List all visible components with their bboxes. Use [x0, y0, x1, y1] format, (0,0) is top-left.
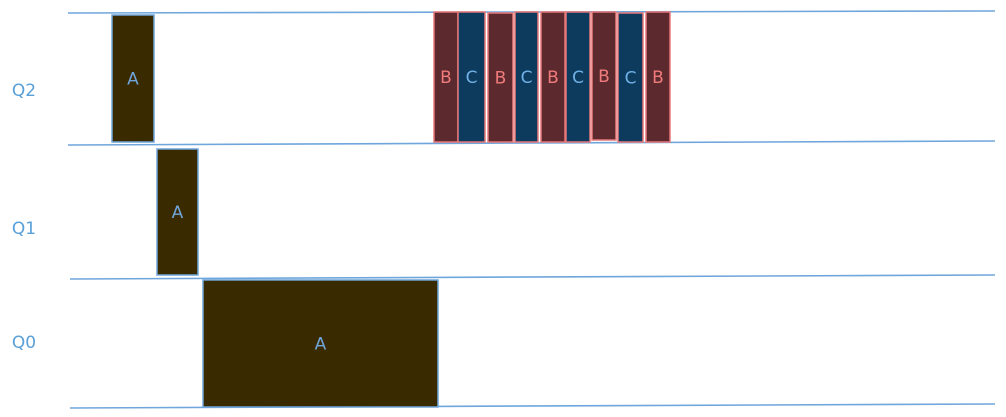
block-rect-6: [514, 11, 539, 143]
block-rect-1: [156, 148, 199, 276]
block-q2-b-3: B: [433, 11, 459, 143]
block-rect-0: [111, 14, 155, 143]
lane-divider-1: [67, 140, 996, 146]
block-q1-a-1: A: [156, 148, 199, 276]
block-q2-c-4: C: [457, 11, 486, 143]
block-label-7: B: [547, 68, 559, 88]
block-label-3: B: [440, 68, 452, 88]
lane-label-q2: Q2: [12, 81, 36, 101]
block-rect-8: [565, 11, 591, 143]
block-rect-2: [202, 279, 439, 408]
block-rect-4: [457, 11, 486, 143]
block-rect-5: [487, 12, 514, 143]
block-rect-10: [617, 12, 644, 143]
block-q2-c-10: C: [617, 12, 644, 143]
block-label-0: A: [127, 70, 139, 90]
block-label-9: B: [598, 67, 610, 87]
block-label-8: C: [572, 68, 584, 88]
block-q2-b-5: B: [487, 12, 514, 143]
block-rect-11: [645, 11, 671, 143]
block-q2-b-7: B: [540, 11, 566, 143]
block-q2-c-8: C: [565, 11, 591, 143]
block-label-11: B: [652, 68, 664, 88]
lane-divider-2: [69, 274, 996, 280]
block-q2-c-6: C: [514, 11, 539, 143]
lane-label-q1: Q1: [12, 219, 36, 239]
block-label-2: A: [315, 335, 327, 355]
block-q0-a-2: A: [202, 279, 439, 408]
block-q2-b-9: B: [591, 11, 617, 141]
block-rect-3: [433, 11, 459, 143]
block-label-10: C: [625, 69, 637, 89]
block-q2-a-0: A: [111, 14, 155, 143]
lane-label-q0: Q0: [12, 333, 36, 353]
block-label-1: A: [172, 203, 184, 223]
block-q2-b-11: B: [645, 11, 671, 143]
block-label-5: B: [495, 69, 507, 89]
block-rect-9: [591, 11, 617, 141]
block-label-4: C: [466, 68, 478, 88]
block-label-6: C: [521, 68, 533, 88]
block-rect-7: [540, 11, 566, 143]
